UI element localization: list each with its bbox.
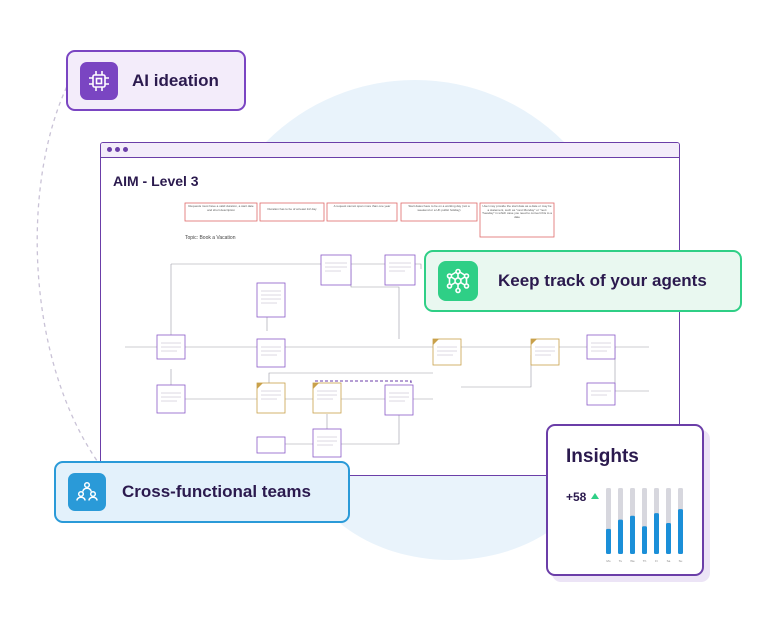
bar-tu (618, 519, 623, 554)
dashed-highlight (315, 380, 412, 409)
bar-mo (606, 528, 611, 554)
window-dot[interactable] (123, 147, 128, 152)
tick-label: Tu (619, 559, 623, 563)
node-text-lines (161, 262, 611, 446)
bar-th (642, 526, 647, 554)
agents-label: Keep track of your agents (498, 271, 707, 290)
trend-up-icon (591, 493, 599, 499)
insights-title: Insights (566, 446, 639, 467)
diagram-connectors (125, 263, 649, 445)
tick-label: We (630, 559, 635, 563)
people-icon (68, 473, 106, 511)
teams-label: Cross-functional teams (122, 482, 311, 501)
tick-label: Sa (667, 559, 671, 563)
insights-value: +58 (566, 490, 587, 504)
topic-label: Topic: Book a Vacation (185, 235, 236, 241)
ai-ideation-label: AI ideation (132, 70, 219, 90)
ai-ideation-card[interactable]: AI ideation (66, 50, 246, 111)
network-icon (438, 261, 478, 301)
bar-we (630, 515, 635, 554)
window-dot[interactable] (107, 147, 112, 152)
window-titlebar (101, 143, 679, 158)
canvas-title: AIM - Level 3 (113, 173, 199, 189)
teams-card[interactable]: Cross-functional teams (54, 461, 350, 523)
bar-sa (666, 522, 671, 554)
tick-label: Su (679, 559, 683, 563)
bar-su (678, 509, 683, 554)
decision-markers (257, 339, 537, 389)
tick-label: Fr (655, 559, 658, 563)
process-diagram: Requests must have a valid duration, a s… (125, 202, 649, 458)
window-dot[interactable] (115, 147, 120, 152)
insights-card[interactable]: Insights +58 Mo Tu We Th Fr Sa Su (546, 424, 704, 576)
chip-icon (80, 61, 118, 100)
rule-box[interactable]: Requests must have a valid duration, a s… (184, 202, 258, 222)
insights-bar-chart: Mo Tu We Th Fr Sa Su (606, 488, 683, 563)
tick-label: Th (643, 559, 647, 563)
agents-card[interactable]: Keep track of your agents (424, 250, 742, 312)
rule-box[interactable]: Start dates have to be on a working day … (400, 202, 478, 222)
rule-box[interactable]: Duration has to be of at least 1/2 day (259, 202, 325, 222)
rule-box[interactable]: A request cannot span more than one year (326, 202, 398, 222)
bar-fr (654, 513, 659, 554)
decision-nodes[interactable] (256, 338, 560, 414)
rule-box[interactable]: User may provide the start date as a dat… (479, 202, 555, 238)
tick-label: Mo (606, 559, 610, 563)
